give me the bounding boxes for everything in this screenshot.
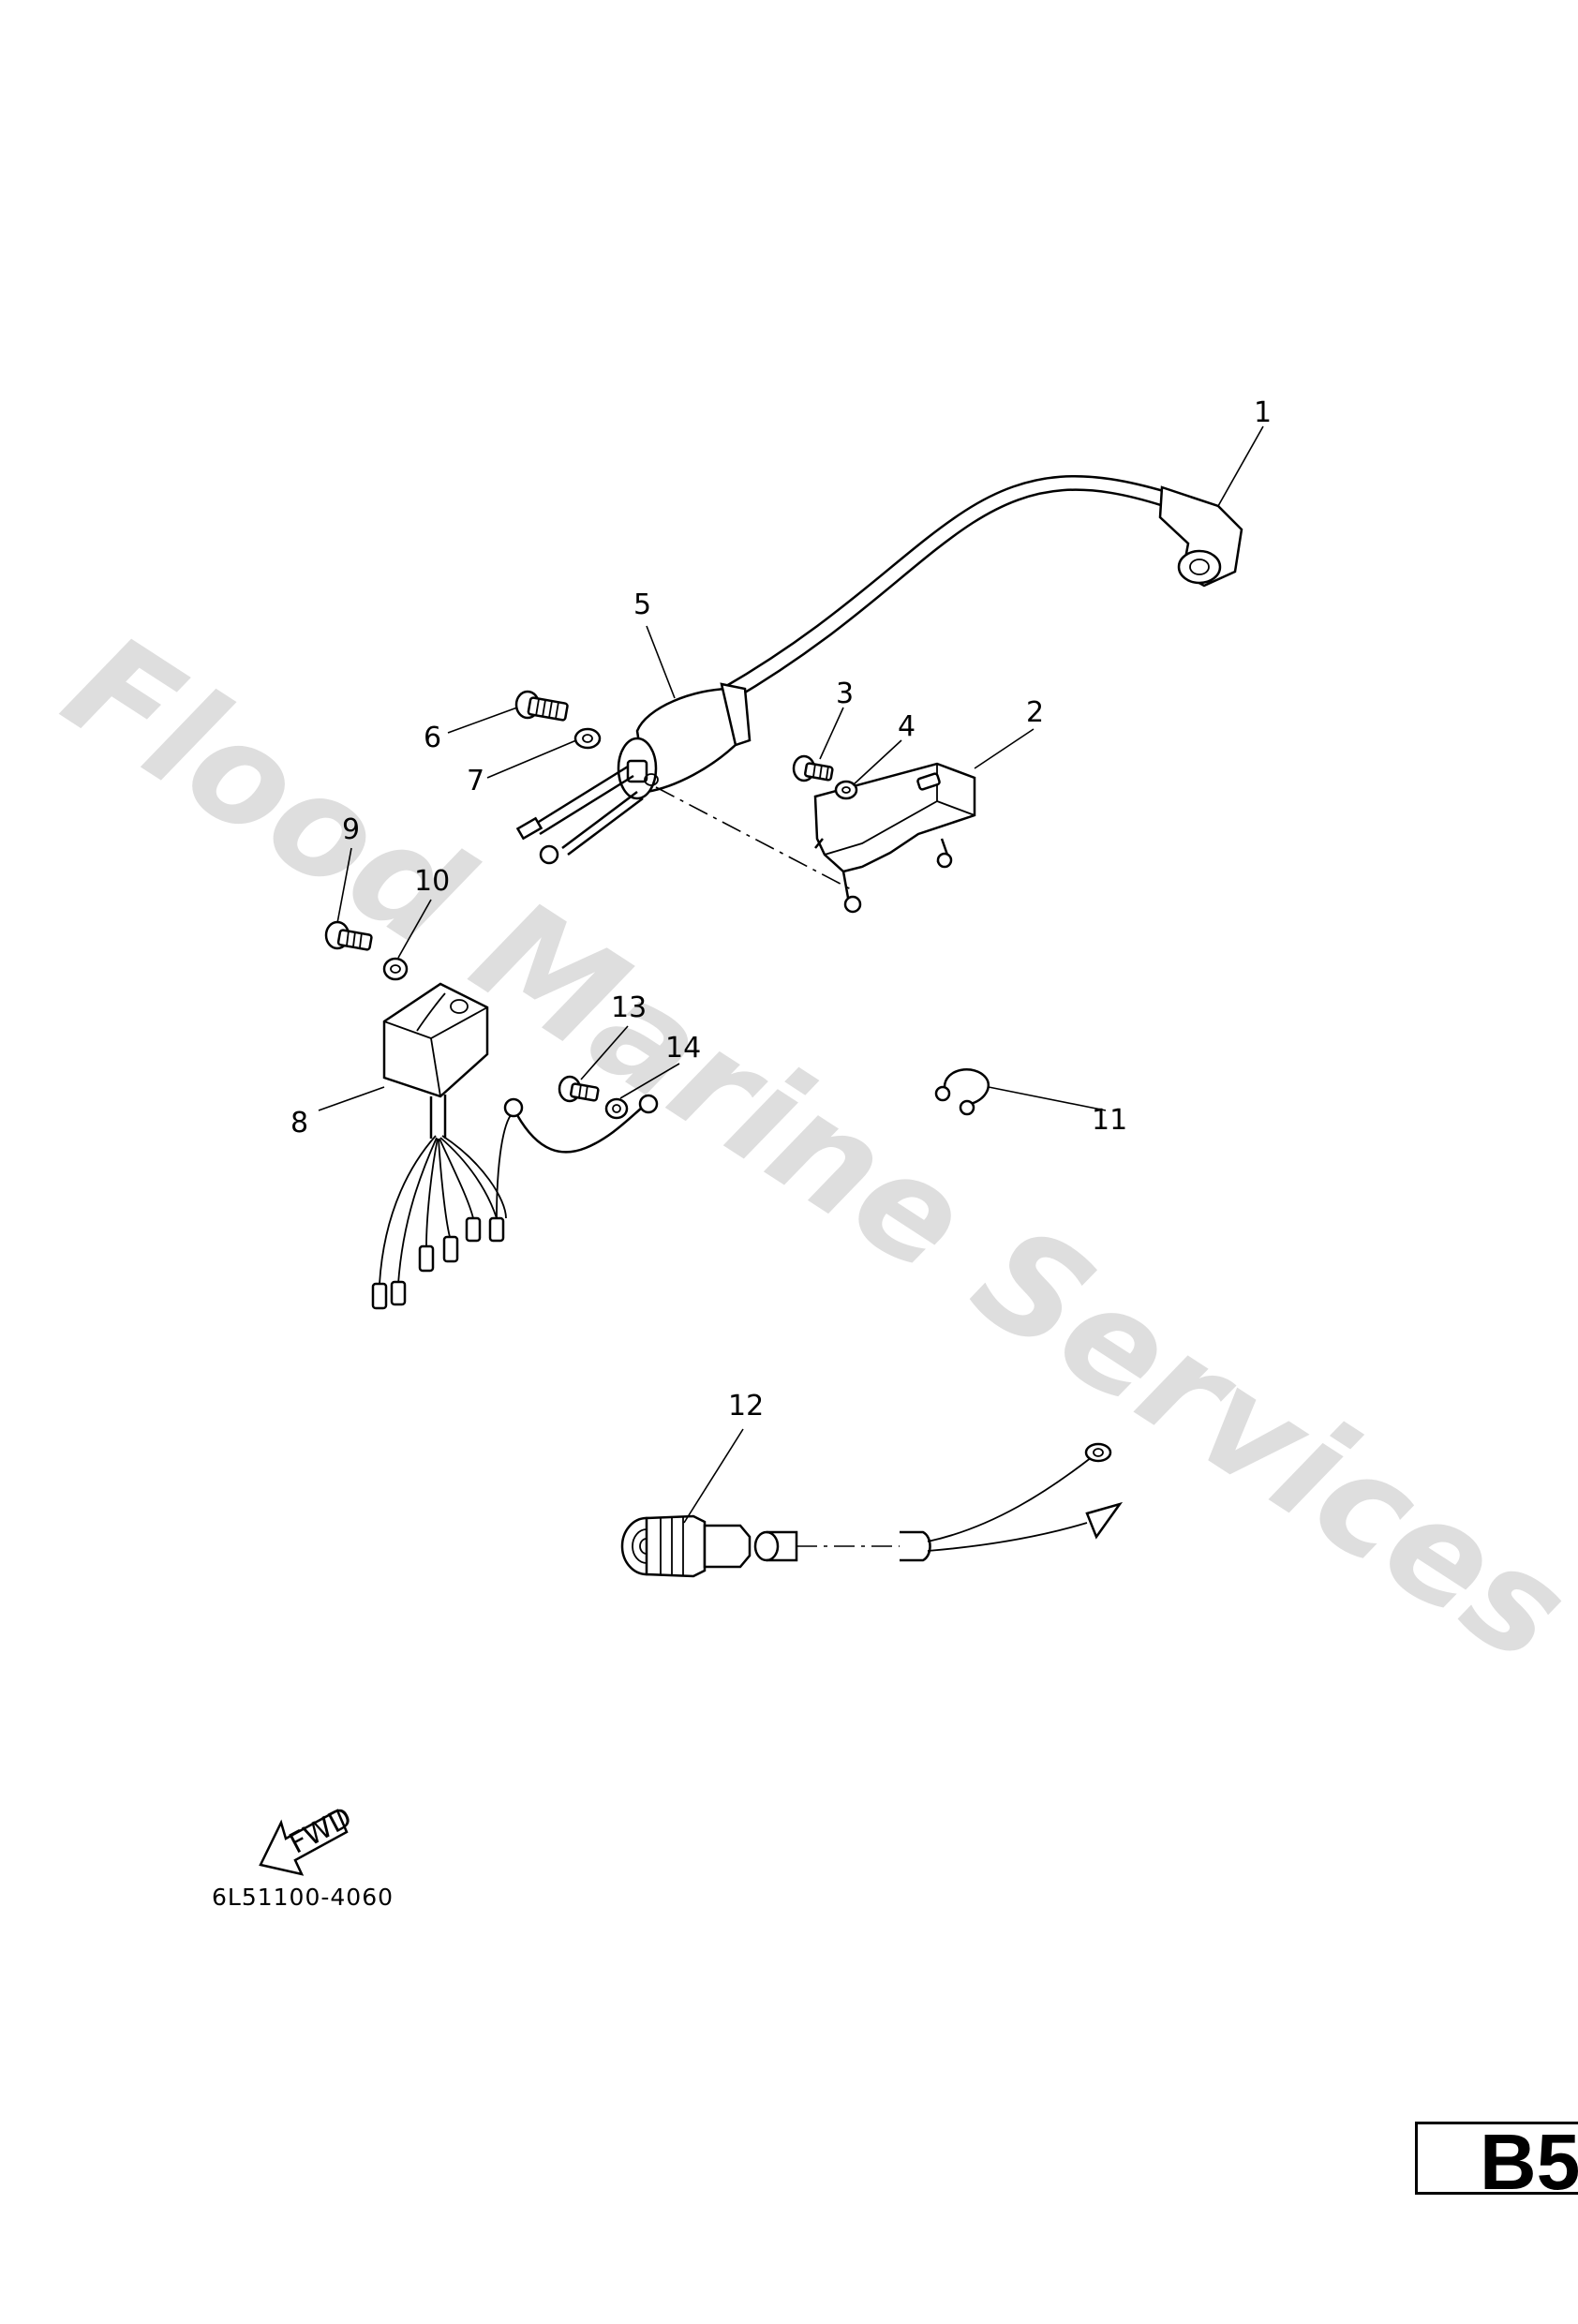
callout-2: 2 <box>1026 696 1044 729</box>
callout-6: 6 <box>424 722 441 754</box>
callout-7: 7 <box>467 765 484 797</box>
stop-switch <box>620 1442 1124 1578</box>
ignition-coil <box>515 682 752 865</box>
page-section-badge: B5 <box>1415 2122 1578 2195</box>
callout-5: 5 <box>633 588 651 621</box>
fwd-arrow-label: FWD <box>284 1801 357 1861</box>
coil-bolt <box>514 690 569 722</box>
callout-13: 13 <box>611 991 647 1024</box>
wire-clamp <box>934 1068 990 1116</box>
diagram-part-code: 6L51100-4060 <box>212 1884 394 1911</box>
coil-washer <box>573 727 602 750</box>
callout-4: 4 <box>898 710 916 743</box>
callout-8: 8 <box>290 1107 308 1140</box>
callout-3: 3 <box>836 678 854 710</box>
callout-9: 9 <box>342 813 360 846</box>
ground-lead-washer <box>604 1097 629 1120</box>
page-section-badge-text: B5 <box>1480 2122 1578 2195</box>
cdi-unit <box>371 982 659 1310</box>
fwd-direction-arrow: FWD <box>259 1801 357 1876</box>
cdi-unit-washer <box>382 957 409 981</box>
callout-11: 11 <box>1092 1104 1127 1137</box>
callout-1: 1 <box>1254 396 1272 429</box>
callout-labels: 1 2 3 4 5 6 7 8 9 10 11 12 13 14 <box>290 396 1272 1423</box>
spark-plug-cap-and-lead <box>721 474 1243 703</box>
bracket-bolt <box>792 754 834 782</box>
bracket-washer <box>834 780 858 800</box>
callout-14: 14 <box>665 1032 701 1065</box>
cdi-wire-harness <box>371 1097 524 1310</box>
callout-12: 12 <box>728 1390 764 1423</box>
callout-10: 10 <box>414 865 450 898</box>
ground-lead-bolt <box>558 1075 600 1103</box>
cdi-unit-bolt <box>324 920 373 951</box>
leader-lines <box>318 425 1264 1524</box>
